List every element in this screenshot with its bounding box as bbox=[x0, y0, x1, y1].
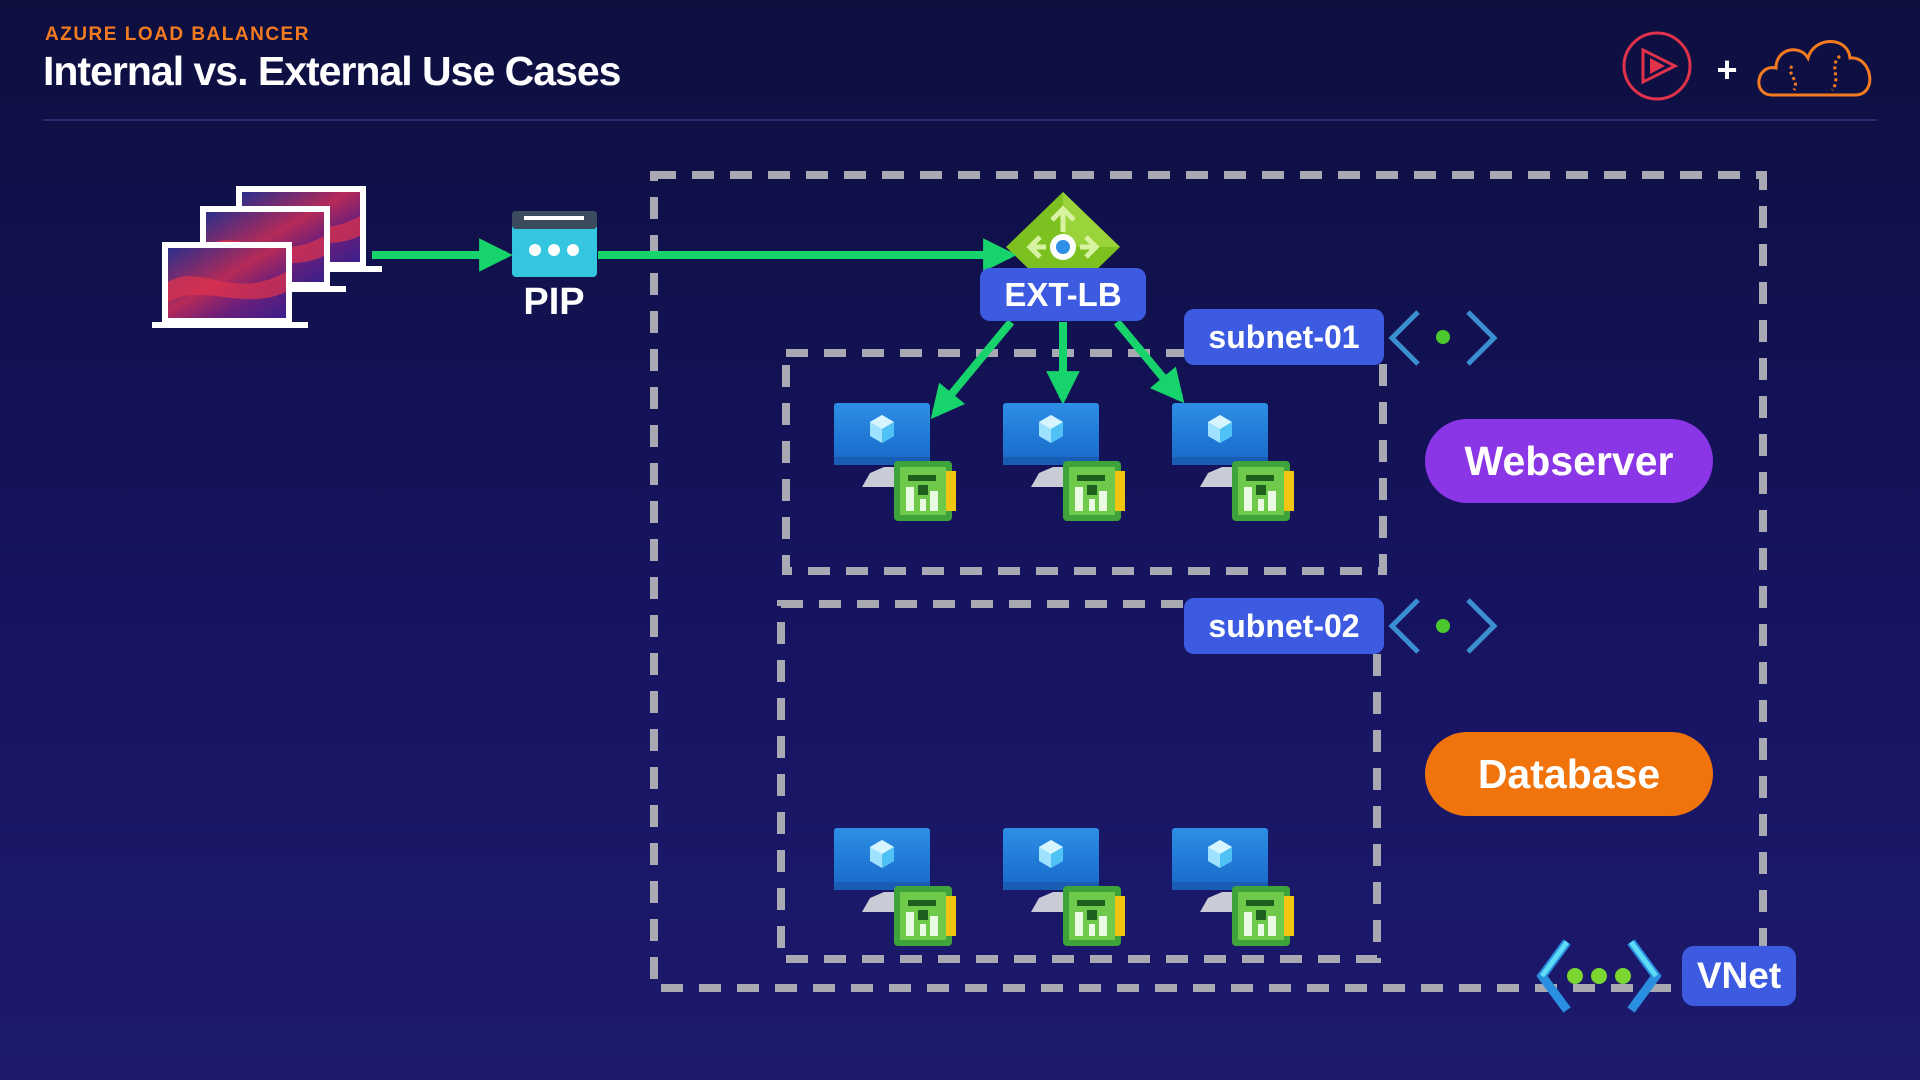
pluralsight-logo bbox=[1622, 31, 1692, 101]
subnet-02-boundary bbox=[777, 600, 1381, 963]
traffic-arrows bbox=[372, 238, 1185, 420]
subnet-02-tag: subnet-02 bbox=[1184, 598, 1384, 654]
webserver-tier-label: Webserver bbox=[1425, 419, 1713, 503]
virtual-machine-icon bbox=[834, 828, 956, 946]
vnet-boundary bbox=[650, 171, 1767, 992]
database-tier-label: Database bbox=[1425, 732, 1713, 816]
virtual-machine-icon bbox=[1172, 403, 1294, 521]
arrow-lb-to-vm1 bbox=[930, 319, 1015, 420]
subnet-01-boundary bbox=[782, 349, 1387, 575]
header-divider bbox=[43, 119, 1877, 121]
virtual-machine-icon bbox=[1003, 403, 1125, 521]
virtual-machine-icon bbox=[1172, 828, 1294, 946]
laptops-icon bbox=[152, 186, 382, 328]
plus-sign: + bbox=[1716, 49, 1737, 90]
public-ip-icon bbox=[512, 211, 597, 277]
subnet-01-tag: subnet-01 bbox=[1184, 309, 1384, 365]
ext-lb-tag: EXT-LB bbox=[980, 268, 1146, 321]
pip-label: PIP bbox=[523, 281, 584, 323]
virtual-machine-icon bbox=[1003, 828, 1125, 946]
arrow-lb-to-vm3 bbox=[1113, 319, 1185, 404]
vnet-tag: VNet bbox=[1682, 946, 1796, 1006]
acloudguru-logo bbox=[1757, 40, 1872, 97]
eyebrow: AZURE LOAD BALANCER bbox=[45, 24, 310, 45]
vnet-icon bbox=[1536, 939, 1662, 1013]
subnet-icon bbox=[1388, 598, 1498, 654]
virtual-machine-icon bbox=[834, 403, 956, 521]
subnet-icon bbox=[1388, 310, 1498, 366]
subnet-icon-dot bbox=[1436, 330, 1450, 344]
page-title: Internal vs. External Use Cases bbox=[43, 48, 621, 94]
subnet-icon-dot bbox=[1436, 619, 1450, 633]
